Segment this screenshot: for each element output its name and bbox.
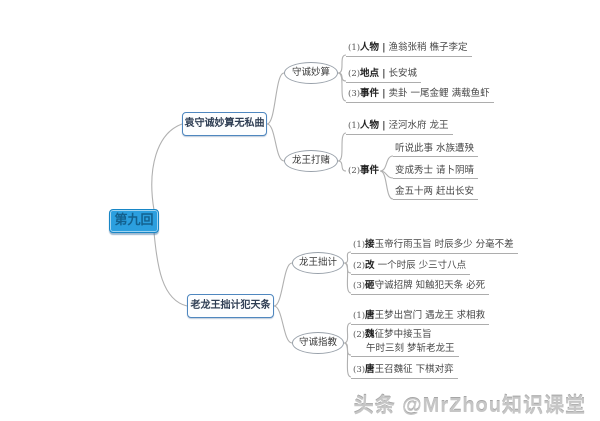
item-text: 玉帝行雨玉旨 时辰多少 分毫不差 bbox=[374, 239, 514, 250]
item-separator: | bbox=[382, 68, 386, 79]
leaf-item-characters: (1)人物|泾河水府 龙王 bbox=[346, 119, 453, 135]
topic-shoucheng-zhijiao: 守诚指教 bbox=[292, 332, 344, 354]
topic-shoucheng-miaosuan: 守诚妙算 bbox=[284, 62, 338, 84]
item-text: 卖卦 一尾金鲤 满载鱼虾 bbox=[388, 88, 490, 99]
item-number: (2) bbox=[348, 166, 361, 176]
item-label: 接 bbox=[365, 239, 375, 250]
item-text: 泾河水府 龙王 bbox=[388, 120, 449, 131]
item-text: 金五十两 赶出长安 bbox=[395, 186, 475, 197]
leaf-item: (2)改 一个时辰 少三寸八点 bbox=[351, 259, 471, 275]
item-text-line2: 午时三刻 梦斩老龙王 bbox=[366, 343, 455, 354]
leaf-item: (1)唐王梦出宫门 遇龙王 求相救 bbox=[351, 309, 490, 325]
sub-leaf-item: 变成秀士 请卜阴晴 bbox=[393, 164, 479, 179]
leaf-item: (1)接玉帝行雨玉旨 时辰多少 分毫不差 bbox=[351, 238, 518, 254]
sub-leaf-item: 听说此事 水族遭殃 bbox=[393, 142, 479, 157]
item-number: (2) bbox=[353, 261, 366, 271]
sub-leaf-item: 金五十两 赶出长安 bbox=[393, 185, 479, 200]
item-number: (1) bbox=[353, 240, 366, 250]
branch-node-laolongwang: 老龙王拙计犯天条 bbox=[187, 294, 274, 318]
item-label: 地点 bbox=[360, 68, 380, 79]
item-text: 渔翁张稍 樵子李定 bbox=[388, 42, 468, 53]
item-separator: | bbox=[382, 42, 386, 53]
item-label: 魏 bbox=[365, 329, 375, 340]
item-text: 听说此事 水族遭殃 bbox=[395, 143, 475, 154]
leaf-item-characters: (1)人物|渔翁张稍 樵子李定 bbox=[346, 41, 472, 57]
item-number: (1) bbox=[353, 311, 366, 321]
item-label: 事件 bbox=[360, 165, 380, 176]
leaf-item: (2)魏征梦中接玉旨午时三刻 梦斩老龙王 bbox=[351, 328, 459, 357]
topic-longwang-zhuoji: 龙王拙计 bbox=[292, 252, 344, 274]
item-separator: | bbox=[382, 120, 386, 131]
root-node-chapter: 第九回 bbox=[109, 209, 159, 233]
item-number: (3) bbox=[348, 89, 361, 99]
item-text: 王梦出宫门 遇龙王 求相救 bbox=[374, 310, 486, 321]
item-label: 事件 bbox=[360, 88, 380, 99]
item-text: 一个时辰 少三寸八点 bbox=[374, 260, 467, 271]
item-label: 唐 bbox=[365, 364, 375, 375]
item-text: 征梦中接玉旨 bbox=[374, 329, 432, 340]
item-number: (2) bbox=[348, 69, 361, 79]
item-number: (2) bbox=[353, 330, 366, 340]
item-separator: | bbox=[382, 88, 386, 99]
item-label: 唐 bbox=[365, 310, 375, 321]
item-label: 砸 bbox=[365, 280, 375, 291]
item-text: 守诚招牌 知触犯天条 必死 bbox=[374, 280, 486, 291]
leaf-item: (3)唐王召魏征 下棋对弈 bbox=[351, 363, 458, 379]
item-label: 人物 bbox=[360, 120, 380, 131]
leaf-item-event: (3)事件|卖卦 一尾金鲤 满载鱼虾 bbox=[346, 87, 494, 103]
item-number: (1) bbox=[348, 121, 361, 131]
branch-node-yuanshoucheng: 袁守诚妙算无私曲 bbox=[182, 112, 267, 136]
leaf-item-location: (2)地点|长安城 bbox=[346, 67, 422, 83]
leaf-item: (3)砸守诚招牌 知触犯天条 必死 bbox=[351, 279, 490, 295]
leaf-item-event-group: (2)事件 bbox=[346, 164, 383, 179]
item-label: 人物 bbox=[360, 42, 380, 53]
item-label: 改 bbox=[365, 260, 375, 271]
item-text: 王召魏征 下棋对弈 bbox=[374, 364, 454, 375]
item-text: 变成秀士 请卜阴晴 bbox=[395, 165, 475, 176]
item-number: (1) bbox=[348, 43, 361, 53]
item-number: (3) bbox=[353, 281, 366, 291]
item-text: 长安城 bbox=[388, 68, 418, 79]
topic-longwang-dadu: 龙王打赌 bbox=[284, 150, 338, 172]
watermark-text: 头条 @MrZhou知识课堂 bbox=[353, 395, 586, 417]
item-number: (3) bbox=[353, 365, 366, 375]
